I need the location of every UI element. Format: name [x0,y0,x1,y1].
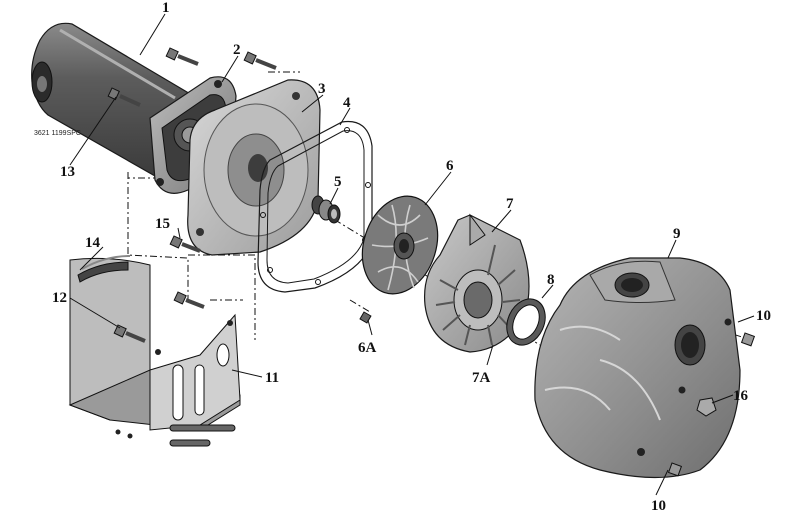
pump-body-9 [534,257,741,479]
callout-10-upper: 10 [756,308,771,324]
callout-8: 8 [547,272,555,288]
callout-10-lower: 10 [651,498,666,514]
foot-pad-14 [77,255,131,283]
callout-6a: 6A [358,340,377,356]
callout-4: 4 [343,95,351,111]
plug-10-upper [740,332,756,347]
callout-11: 11 [265,370,279,386]
callout-12: 12 [52,290,67,306]
callout-6: 6 [446,158,454,174]
callout-16: 16 [733,388,749,404]
bolt-13 [107,87,141,107]
figure-code: 3621 1199SPC [34,130,81,137]
plug-10-lower [667,462,683,477]
callout-5: 5 [334,174,342,190]
callout-7a: 7A [472,370,491,386]
impeller-6 [361,195,439,295]
callout-14: 14 [85,235,101,251]
callout-2: 2 [233,42,241,58]
seal-plate-3 [187,79,321,256]
bolt-12 [113,324,146,343]
diffuser-7 [423,213,530,353]
callout-1: 1 [162,0,170,16]
shaft-seal-5 [311,195,341,224]
bolts-2 [165,47,277,70]
leader-lines [69,13,755,496]
base-11 [68,257,241,447]
screw-6a [359,311,372,324]
bolts-15 [169,235,205,309]
callout-labels: 1 2 3 4 5 6 6A 7 7A 8 9 10 10 11 12 13 1… [52,0,771,514]
callout-9: 9 [673,226,681,242]
o-ring-8 [506,298,546,346]
callout-3: 3 [318,81,326,97]
gasket-4 [257,120,373,293]
callout-15: 15 [155,216,170,232]
callout-13: 13 [60,164,75,180]
callout-7: 7 [506,196,514,212]
plug-16 [696,397,717,417]
